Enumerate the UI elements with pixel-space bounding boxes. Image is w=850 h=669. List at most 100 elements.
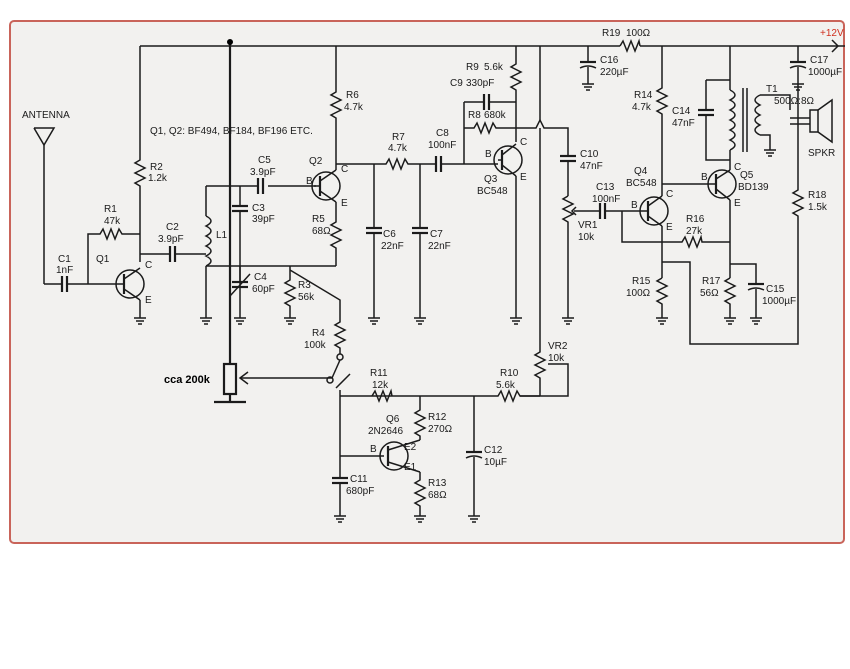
c2-capacitor: C2 3.9pF bbox=[140, 222, 206, 262]
svg-text:1.5k: 1.5k bbox=[808, 202, 828, 213]
svg-text:C4: C4 bbox=[254, 272, 267, 283]
r15-resistor: R15 100Ω bbox=[626, 276, 669, 325]
supply-rail: +12V bbox=[140, 28, 845, 53]
svg-text:1.2k: 1.2k bbox=[148, 173, 168, 184]
antenna-label: ANTENNA bbox=[22, 110, 70, 121]
svg-text:R19: R19 bbox=[602, 28, 621, 39]
speaker: SPKR bbox=[790, 98, 835, 159]
transistor-note: Q1, Q2: BF494, BF184, BF196 ETC. bbox=[150, 126, 313, 137]
r3-resistor: R3 56k bbox=[283, 266, 315, 325]
r1-resistor: R1 47k bbox=[87, 204, 140, 284]
svg-text:C: C bbox=[734, 162, 741, 173]
svg-text:Q3: Q3 bbox=[484, 174, 498, 185]
r19-resistor: R19 100Ω bbox=[602, 28, 651, 54]
r18-resistor: R18 1.5k bbox=[662, 84, 828, 345]
antenna: ANTENNA bbox=[22, 110, 70, 284]
svg-text:220µF: 220µF bbox=[600, 67, 629, 78]
svg-text:B: B bbox=[631, 200, 638, 211]
vr2-potentiometer: VR2 10k bbox=[520, 128, 569, 397]
svg-text:C5: C5 bbox=[258, 155, 271, 166]
tank-wiring bbox=[206, 185, 316, 318]
c6-capacitor: C6 22nF bbox=[366, 164, 404, 325]
svg-text:Q5: Q5 bbox=[740, 170, 754, 181]
svg-text:R1: R1 bbox=[104, 204, 117, 215]
svg-text:BC548: BC548 bbox=[477, 186, 508, 197]
svg-text:VR2: VR2 bbox=[548, 341, 568, 352]
svg-text:Q6: Q6 bbox=[386, 414, 400, 425]
svg-text:R7: R7 bbox=[392, 132, 405, 143]
switch bbox=[326, 359, 351, 396]
svg-text:10µF: 10µF bbox=[484, 457, 507, 468]
svg-text:10k: 10k bbox=[578, 232, 595, 243]
svg-text:C10: C10 bbox=[580, 149, 599, 160]
svg-text:C15: C15 bbox=[766, 284, 785, 295]
r11-resistor: R11 12k bbox=[370, 368, 393, 404]
svg-text:10k: 10k bbox=[548, 353, 565, 364]
q1-transistor: Q1 C E bbox=[96, 254, 152, 325]
svg-text:C13: C13 bbox=[596, 182, 615, 193]
svg-text:R17: R17 bbox=[702, 276, 721, 287]
q4-transistor: Q4 BC548 B C E bbox=[626, 166, 673, 278]
c15-capacitor: C15 1000µF bbox=[730, 263, 796, 325]
svg-text:C: C bbox=[145, 260, 152, 271]
svg-text:68Ω: 68Ω bbox=[312, 226, 331, 237]
svg-text:R9: R9 bbox=[466, 62, 479, 73]
supply-label: +12V bbox=[820, 28, 844, 39]
c10-capacitor: C10 47nF bbox=[560, 149, 603, 196]
svg-text:B: B bbox=[370, 444, 377, 455]
svg-text:R4: R4 bbox=[312, 328, 325, 339]
svg-text:B: B bbox=[306, 176, 313, 187]
svg-text:68Ω: 68Ω bbox=[428, 490, 447, 501]
q2-transistor: Q2 B C E bbox=[306, 156, 348, 209]
svg-text:2N2646: 2N2646 bbox=[368, 426, 403, 437]
c7-capacitor: C7 22nF bbox=[412, 164, 451, 325]
svg-text:E2: E2 bbox=[404, 442, 417, 453]
svg-text:R13: R13 bbox=[428, 478, 447, 489]
svg-text:E: E bbox=[520, 172, 527, 183]
r13-resistor: R13 68Ω bbox=[413, 472, 447, 523]
svg-text:C: C bbox=[520, 137, 527, 148]
c1-capacitor: C1 1nF bbox=[44, 254, 118, 292]
svg-text:5.6k: 5.6k bbox=[484, 62, 504, 73]
svg-text:E1: E1 bbox=[404, 462, 417, 473]
svg-text:3.9pF: 3.9pF bbox=[158, 234, 184, 245]
q3-collector-link bbox=[516, 46, 569, 156]
svg-text:E: E bbox=[145, 295, 152, 306]
svg-text:680pF: 680pF bbox=[346, 486, 374, 497]
r12-resistor: R12 270Ω bbox=[413, 396, 453, 440]
svg-text:4.7k: 4.7k bbox=[344, 102, 364, 113]
c17-capacitor: C17 1000µF bbox=[789, 46, 842, 91]
svg-text:B: B bbox=[701, 172, 708, 183]
svg-text:C12: C12 bbox=[484, 445, 503, 456]
svg-text:R11: R11 bbox=[370, 368, 388, 379]
svg-text:100Ω: 100Ω bbox=[626, 28, 651, 39]
c11-capacitor: C11 680pF bbox=[332, 396, 374, 523]
svg-text:39pF: 39pF bbox=[252, 214, 275, 225]
svg-text:R8: R8 bbox=[468, 110, 481, 121]
added-potentiometer: cca 200k bbox=[164, 39, 332, 404]
c8-capacitor: C8 100nF bbox=[428, 128, 498, 172]
r16-resistor: R16 27k bbox=[621, 211, 730, 250]
svg-text:C8: C8 bbox=[436, 128, 449, 139]
c4-trimmer: C4 60pF bbox=[229, 266, 275, 325]
svg-text:C2: C2 bbox=[166, 222, 179, 233]
t1-transformer: T1 500Ω:8Ω bbox=[728, 46, 815, 170]
c5-capacitor: C5 3.9pF bbox=[250, 155, 276, 194]
svg-text:R5: R5 bbox=[312, 214, 325, 225]
svg-text:C7: C7 bbox=[430, 229, 443, 240]
svg-text:5.6k: 5.6k bbox=[496, 380, 516, 391]
svg-text:R18: R18 bbox=[808, 190, 827, 201]
svg-text:60pF: 60pF bbox=[252, 284, 275, 295]
svg-text:Q2: Q2 bbox=[309, 156, 323, 167]
q3-transistor: B C E Q3 BC548 bbox=[477, 137, 527, 325]
svg-text:1000µF: 1000µF bbox=[808, 67, 842, 78]
svg-text:E: E bbox=[666, 222, 673, 233]
c13-capacitor: C13 100nF bbox=[580, 182, 642, 219]
svg-text:500Ω:8Ω: 500Ω:8Ω bbox=[774, 96, 815, 107]
svg-text:100Ω: 100Ω bbox=[626, 288, 651, 299]
c9-capacitor: C9 330pF bbox=[450, 78, 516, 110]
r5-resistor: R5 68Ω bbox=[290, 202, 343, 267]
svg-text:C9: C9 bbox=[450, 78, 463, 89]
svg-text:BD139: BD139 bbox=[738, 182, 769, 193]
